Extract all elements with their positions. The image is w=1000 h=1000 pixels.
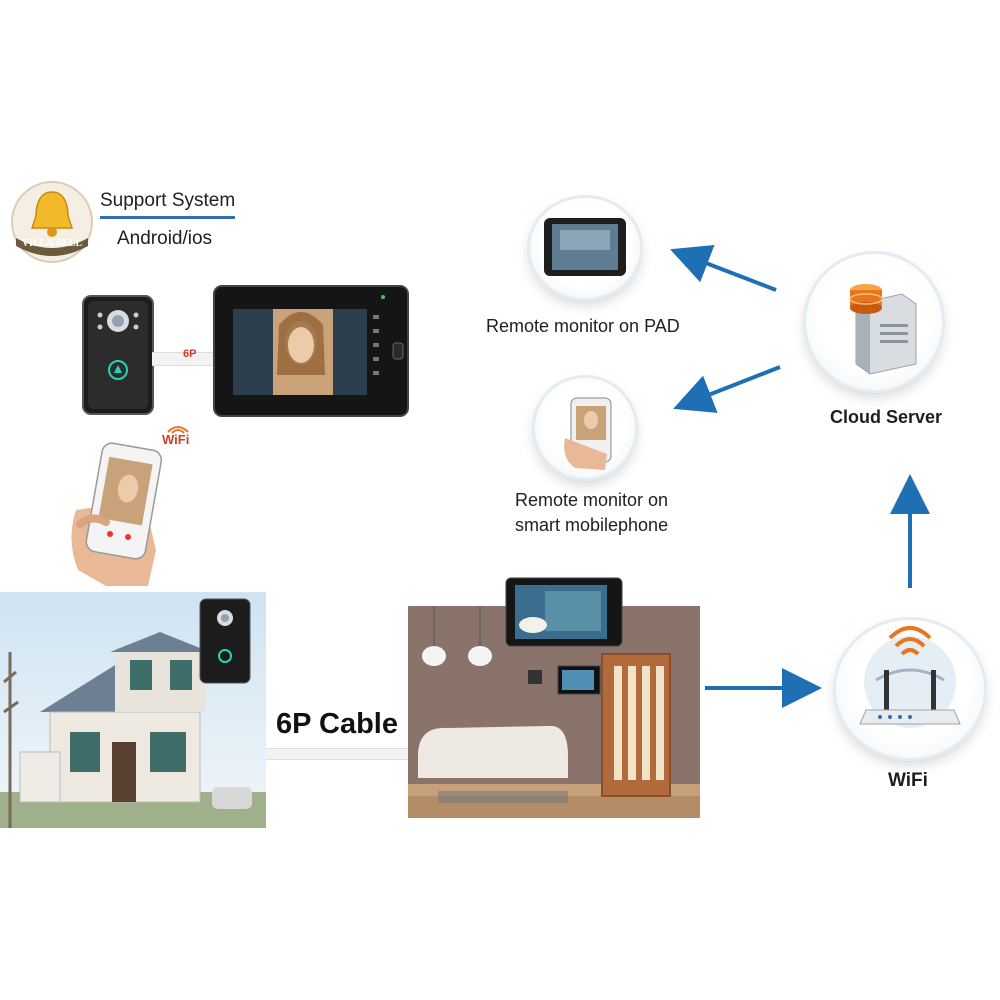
cable-6p-line <box>266 748 410 760</box>
cloud-label: Cloud Server <box>830 407 943 427</box>
phone-label-line2: smart mobilephone <box>515 515 669 535</box>
wifi-badge-text: WiFi <box>162 432 190 447</box>
support-underline <box>100 216 235 219</box>
server-icon <box>849 284 917 375</box>
wifi-badge: WiFi <box>158 420 198 450</box>
brand-logo: VILLA BELL <box>8 180 96 264</box>
room-icon <box>408 606 700 818</box>
cable-small-label: 6P <box>183 348 197 360</box>
pad-node <box>530 198 640 298</box>
cable-label: 6P Cable <box>276 708 398 740</box>
house-icon <box>0 592 266 828</box>
phone-node <box>535 378 635 478</box>
support-platforms: Android/ios <box>117 228 213 249</box>
support-title: Support System <box>100 190 236 211</box>
arrow-cloud-to-phone <box>673 365 781 413</box>
hand-phone-icon <box>564 397 612 470</box>
logo-text: VILLA BELL <box>21 238 83 249</box>
smartphone-icon <box>66 440 166 588</box>
room-monitor-icon <box>505 577 623 647</box>
phone-label-line1: Remote monitor on <box>515 490 669 510</box>
wifi-icon <box>167 426 189 434</box>
cloud-node <box>806 254 942 390</box>
bell-icon <box>11 181 93 263</box>
wifi-node <box>836 620 984 758</box>
doorbell-camera-icon <box>82 295 154 415</box>
doorbell-inset-icon <box>199 598 251 684</box>
arrow-cloud-to-pad <box>670 244 777 292</box>
pad-label: Remote monitor on PAD <box>486 316 680 336</box>
wifi-label: WiFi <box>888 770 928 791</box>
tablet-icon <box>544 218 626 276</box>
cable-line <box>152 352 218 366</box>
monitor-icon <box>213 285 409 417</box>
router-icon <box>859 626 961 728</box>
